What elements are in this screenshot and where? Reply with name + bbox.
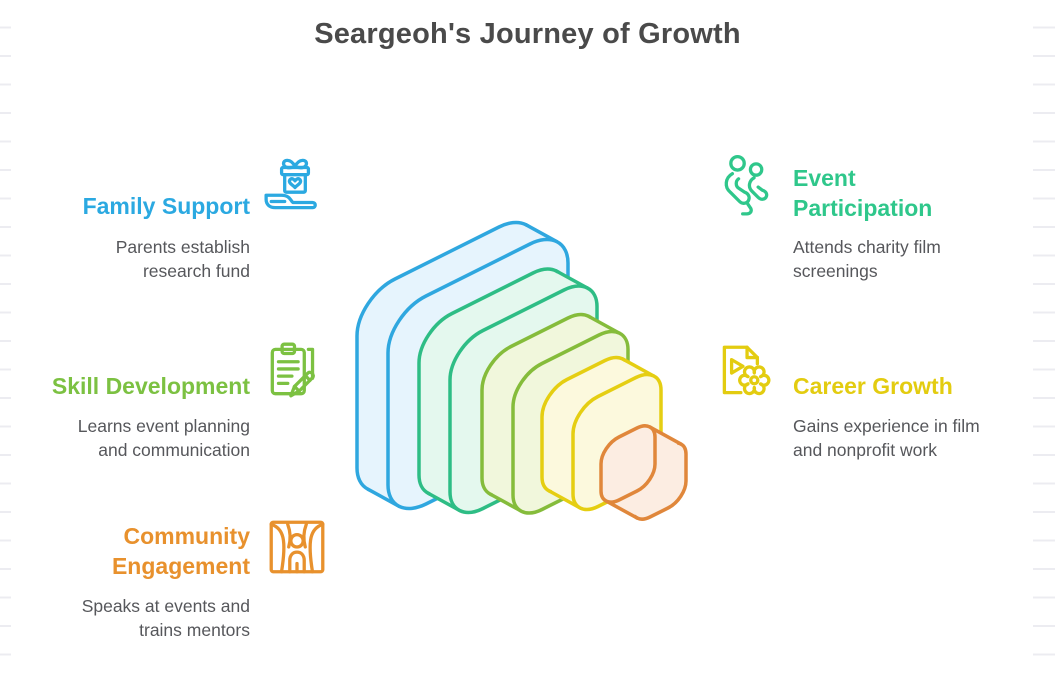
right-edge-tick-lines [1033, 0, 1055, 678]
item-heading-family-support: Family Support [82, 193, 250, 219]
item-description-skill-development: Learns event planning and communication [77, 416, 250, 460]
page-title: Seargeoh's Journey of Growth [314, 18, 741, 50]
clipboard-pencil-icon [262, 338, 328, 404]
item-description-community-engagement: Speaks at events and trains mentors [81, 596, 250, 640]
stack-level-5 [601, 404, 686, 542]
item-heading-skill-development: Skill Development [51, 373, 250, 399]
audience-seated-icon [720, 152, 786, 218]
item-description-career-growth: Gains experience in film and nonprofit w… [793, 416, 980, 460]
item-description-event-participation: Attends charity film screenings [793, 237, 941, 281]
item-description-family-support: Parents establish research fund [115, 237, 250, 281]
item-heading-career-growth: Career Growth [793, 373, 953, 399]
stage-speaker-icon [264, 515, 330, 581]
item-heading-community-engagement: Community Engagement [111, 523, 250, 579]
film-document-gear-icon [712, 339, 778, 405]
left-edge-tick-lines [0, 0, 11, 678]
growth-stack-illustration [340, 195, 710, 545]
item-heading-event-participation: Event Participation [793, 165, 933, 221]
gift-in-hand-icon [262, 153, 328, 219]
